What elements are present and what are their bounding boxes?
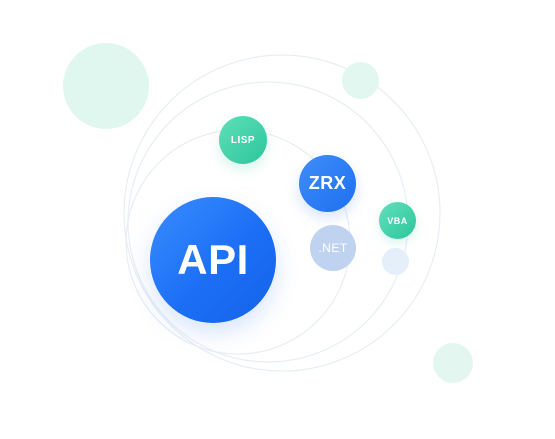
net-label: .NET: [318, 241, 348, 255]
decorative-green-circle-bottom: [433, 343, 473, 383]
vba-bubble: VBA: [379, 202, 416, 239]
decorative-green-circle-large: [63, 43, 149, 129]
api-label: API: [177, 236, 249, 283]
lisp-bubble: LISP: [219, 116, 267, 164]
api-bubble: API: [150, 197, 276, 323]
decorative-blue-circle-small: [382, 248, 409, 275]
vba-label: VBA: [387, 215, 408, 226]
outer-orbit-ring: [123, 54, 441, 372]
lisp-label: LISP: [230, 134, 256, 146]
zrx-bubble: ZRX: [299, 155, 356, 212]
decorative-green-circle-top: [342, 62, 379, 99]
zrx-label: ZRX: [308, 173, 347, 193]
net-bubble: .NET: [310, 225, 356, 271]
